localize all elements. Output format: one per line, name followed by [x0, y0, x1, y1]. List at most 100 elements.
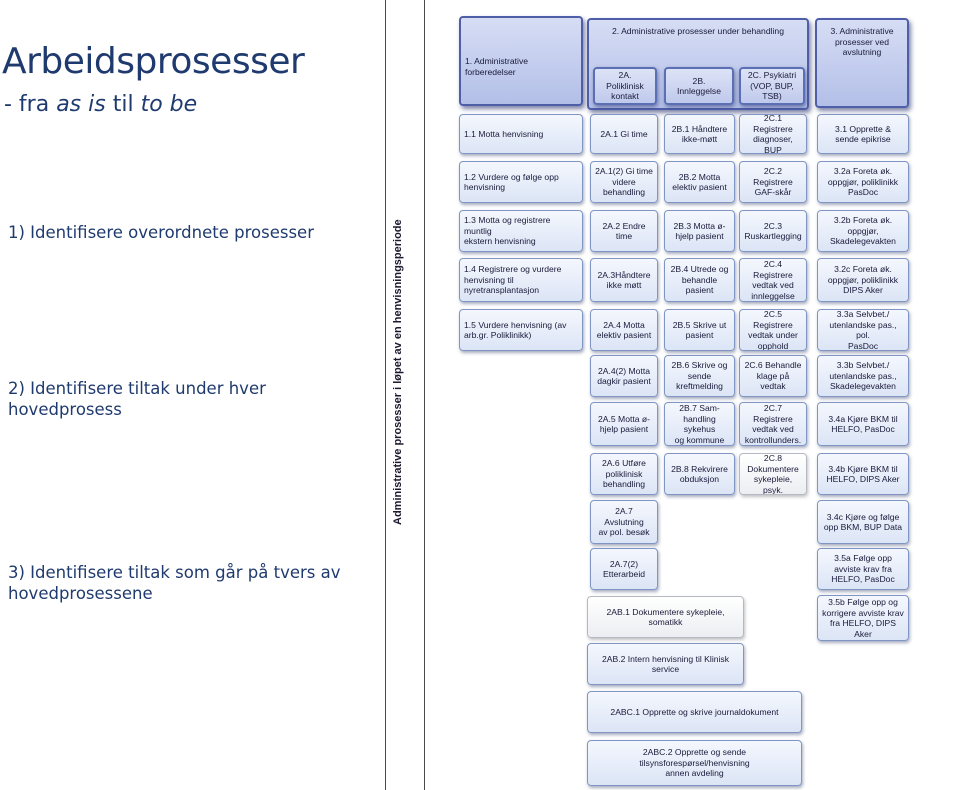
task-2b-1[interactable]: 2B.1 Håndtere ikke-møtt — [664, 114, 735, 154]
task-2b-6-label: 2B.6 Skrive og sende kreftmelding — [671, 360, 728, 392]
task-2c-4[interactable]: 2C.4 Registrere vedtak ved innleggelse — [739, 258, 807, 302]
task-3-4b[interactable]: 3.4b Kjøre BKM til HELFO, DIPS Aker — [817, 453, 909, 495]
task-2c-4-label: 2C.4 Registrere vedtak ved innleggelse — [751, 259, 795, 301]
task-2b-2-label: 2B.2 Motta elektiv pasient — [672, 171, 727, 193]
task-3-1-label: 3.1 Opprette & sende epikrise — [835, 123, 891, 145]
task-3-4b-label: 3.4b Kjøre BKM til HELFO, DIPS Aker — [826, 463, 900, 485]
task-2b-3[interactable]: 2B.3 Motta ø- hjelp pasient — [664, 210, 735, 252]
task-3-4a-label: 3.4a Kjøre BKM til HELFO, PasDoc — [828, 413, 898, 435]
task-3-3b-label: 3.3b Selvbet./ utenlandske pas., Skadele… — [829, 360, 897, 392]
step-2: 2) Identifisere tiltak under hver hovedp… — [8, 379, 266, 419]
task-2abc-2[interactable]: 2ABC.2 Opprette og sende tilsynsforespør… — [587, 740, 802, 786]
subtitle-prefix: - fra — [4, 92, 57, 117]
step-1: 1) Identifisere overordnete prosesser — [8, 223, 314, 242]
task-1-2[interactable]: 1.2 Vurdere og følge opp henvisning — [459, 161, 583, 203]
task-2b-5[interactable]: 2B.5 Skrive ut pasient — [664, 309, 735, 351]
process-2c-header[interactable]: 2C. Psykiatri (VOP, BUP, TSB) — [739, 67, 805, 105]
process-2b-header[interactable]: 2B. Innleggelse — [664, 67, 734, 105]
task-3-4c[interactable]: 3.4c Kjøre og følge opp BKM, BUP Data — [817, 500, 909, 544]
task-2b-5-label: 2B.5 Skrive ut pasient — [672, 319, 727, 341]
task-3-1[interactable]: 3.1 Opprette & sende epikrise — [817, 114, 909, 154]
process-2-header-label: 2. Administrative prosesser under behand… — [612, 26, 784, 36]
task-3-3a[interactable]: 3.3a Selvbet./ utenlandske pas., pol. Pa… — [817, 309, 909, 351]
task-1-4[interactable]: 1.4 Registrere og vurdere henvisning til… — [459, 258, 583, 302]
task-2b-6[interactable]: 2B.6 Skrive og sende kreftmelding — [664, 355, 735, 397]
task-1-1-label: 1.1 Motta henvisning — [464, 128, 544, 139]
process-1-header[interactable]: 1. Administrative forberedelser — [459, 16, 583, 106]
task-3-2a[interactable]: 3.2a Foreta øk. oppgjør, poliklinikk Pas… — [817, 161, 909, 203]
task-2a-3-label: 2A.3Håndtere ikke møtt — [597, 269, 651, 291]
page-subtitle: - fra as is til to be — [4, 90, 197, 120]
task-3-2c[interactable]: 3.2c Foreta øk. oppgjør, poliklinikk DIP… — [817, 258, 909, 302]
task-2a-5-label: 2A.5 Motta ø- hjelp pasient — [597, 413, 651, 435]
side-label: Administrative prosesser i løpet av en h… — [392, 219, 404, 525]
task-2a-4-label: 2A.4 Motta elektiv pasient — [596, 319, 652, 341]
task-2a-6[interactable]: 2A.6 Utføre poliklinisk behandling — [590, 453, 658, 495]
page-title: Arbeidsprosesser — [2, 41, 305, 82]
process-2c-header-label: 2C. Psykiatri (VOP, BUP, TSB) — [747, 70, 797, 102]
task-2abc-1[interactable]: 2ABC.1 Opprette og skrive journaldokumen… — [587, 691, 802, 733]
subtitle-as-is: as is — [56, 92, 106, 117]
task-2b-7-label: 2B.7 Sam- handling sykehus og kommune — [674, 403, 725, 445]
task-2ab-1[interactable]: 2AB.1 Dokumentere sykepleie, somatikk — [587, 596, 744, 638]
step-3: 3) Identifisere tiltak som går på tvers … — [8, 563, 341, 603]
task-2a-1[interactable]: 2A.1 Gi time — [590, 114, 658, 154]
task-2c-1[interactable]: 2C.1 Registrere diagnoser, BUP — [739, 114, 807, 154]
task-3-3b[interactable]: 3.3b Selvbet./ utenlandske pas., Skadele… — [817, 355, 909, 397]
task-2c-8[interactable]: 2C.8 Dokumentere sykepleie, psyk. — [739, 453, 807, 495]
task-2a-5[interactable]: 2A.5 Motta ø- hjelp pasient — [590, 402, 658, 446]
task-2ab-1-label: 2AB.1 Dokumentere sykepleie, somatikk — [606, 606, 725, 628]
task-2c-7[interactable]: 2C.7 Registrere vedtak ved kontrollunder… — [739, 402, 807, 446]
task-3-5a[interactable]: 3.5a Følge opp avviste krav fra HELFO, P… — [817, 548, 909, 590]
process-1-header-label: 1. Administrative forberedelser — [465, 56, 529, 77]
subtitle-to-be: to be — [140, 92, 198, 117]
task-2abc-1-label: 2ABC.1 Opprette og skrive journaldokumen… — [610, 706, 779, 717]
task-3-5a-label: 3.5a Følge opp avviste krav fra HELFO, P… — [831, 553, 895, 585]
task-2a-4-2[interactable]: 2A.4(2) Motta dagkir pasient — [590, 355, 658, 397]
task-2a-1-2-label: 2A.1(2) Gi time videre behandling — [595, 166, 653, 198]
task-2b-3-label: 2B.3 Motta ø- hjelp pasient — [673, 220, 726, 242]
task-2a-1-2[interactable]: 2A.1(2) Gi time videre behandling — [590, 161, 658, 203]
task-2a-7-2[interactable]: 2A.7(2) Etterarbeid — [590, 548, 658, 590]
process-2a-header[interactable]: 2A. Poliklinisk kontakt — [593, 67, 657, 105]
task-1-2-label: 1.2 Vurdere og følge opp henvisning — [464, 171, 559, 193]
task-2c-8-label: 2C.8 Dokumentere sykepleie, psyk. — [747, 453, 799, 495]
task-1-5[interactable]: 1.5 Vurdere henvisning (av arb.gr. Polik… — [459, 309, 583, 351]
task-2c-3[interactable]: 2C.3 Ruskartlegging — [739, 210, 807, 252]
task-2b-1-label: 2B.1 Håndtere ikke-møtt — [671, 123, 728, 145]
task-2a-1-label: 2A.1 Gi time — [600, 128, 648, 139]
task-2b-4[interactable]: 2B.4 Utrede og behandle pasient — [664, 258, 735, 302]
process-3-header[interactable]: 3. Administrative prosesser ved avslutni… — [815, 18, 909, 108]
task-2b-7[interactable]: 2B.7 Sam- handling sykehus og kommune — [664, 402, 735, 446]
task-2c-2-label: 2C.2 Registrere GAF-skår — [753, 166, 793, 198]
task-2a-7-label: 2A.7 Avslutning av pol. besøk — [598, 506, 650, 538]
task-2ab-2[interactable]: 2AB.2 Intern henvisning til Klinisk serv… — [587, 643, 744, 685]
separator-left — [385, 0, 386, 790]
task-2b-8[interactable]: 2B.8 Rekvirere obduksjon — [664, 453, 735, 495]
task-3-2a-label: 3.2a Foreta øk. oppgjør, poliklinikk Pas… — [827, 166, 899, 198]
task-3-4c-label: 3.4c Kjøre og følge opp BKM, BUP Data — [823, 511, 903, 533]
task-2b-4-label: 2B.4 Utrede og behandle pasient — [670, 264, 729, 296]
task-2a-4-2-label: 2A.4(2) Motta dagkir pasient — [597, 365, 651, 387]
task-2c-3-label: 2C.3 Ruskartlegging — [744, 220, 802, 242]
task-2a-7[interactable]: 2A.7 Avslutning av pol. besøk — [590, 500, 658, 544]
task-2a-2[interactable]: 2A.2 Endre time — [590, 210, 658, 252]
separator-right — [424, 0, 425, 790]
task-3-5b[interactable]: 3.5b Følge opp og korrigere avviste krav… — [817, 595, 909, 641]
task-1-3-label: 1.3 Motta og registrere muntlig ekstern … — [464, 215, 551, 247]
task-2abc-2-label: 2ABC.2 Opprette og sende tilsynsforespør… — [639, 747, 750, 779]
task-3-2b[interactable]: 3.2b Foreta øk. oppgjør, Skadelegevakten — [817, 210, 909, 252]
task-1-3[interactable]: 1.3 Motta og registrere muntlig ekstern … — [459, 210, 583, 252]
task-1-4-label: 1.4 Registrere og vurdere henvisning til… — [464, 264, 562, 296]
task-2a-4[interactable]: 2A.4 Motta elektiv pasient — [590, 309, 658, 351]
task-3-2b-label: 3.2b Foreta øk. oppgjør, Skadelegevakten — [830, 215, 896, 247]
task-2b-2[interactable]: 2B.2 Motta elektiv pasient — [664, 161, 735, 203]
task-1-1[interactable]: 1.1 Motta henvisning — [459, 114, 583, 154]
task-2c-5[interactable]: 2C.5 Registrere vedtak under opphold — [739, 309, 807, 351]
task-2c-2[interactable]: 2C.2 Registrere GAF-skår — [739, 161, 807, 203]
task-2a-2-label: 2A.2 Endre time — [602, 220, 646, 242]
task-2a-3[interactable]: 2A.3Håndtere ikke møtt — [590, 258, 658, 302]
task-3-4a[interactable]: 3.4a Kjøre BKM til HELFO, PasDoc — [817, 402, 909, 446]
task-2c-6[interactable]: 2C.6 Behandle klage på vedtak — [739, 355, 807, 397]
task-3-2c-label: 3.2c Foreta øk. oppgjør, poliklinikk DIP… — [827, 264, 899, 296]
